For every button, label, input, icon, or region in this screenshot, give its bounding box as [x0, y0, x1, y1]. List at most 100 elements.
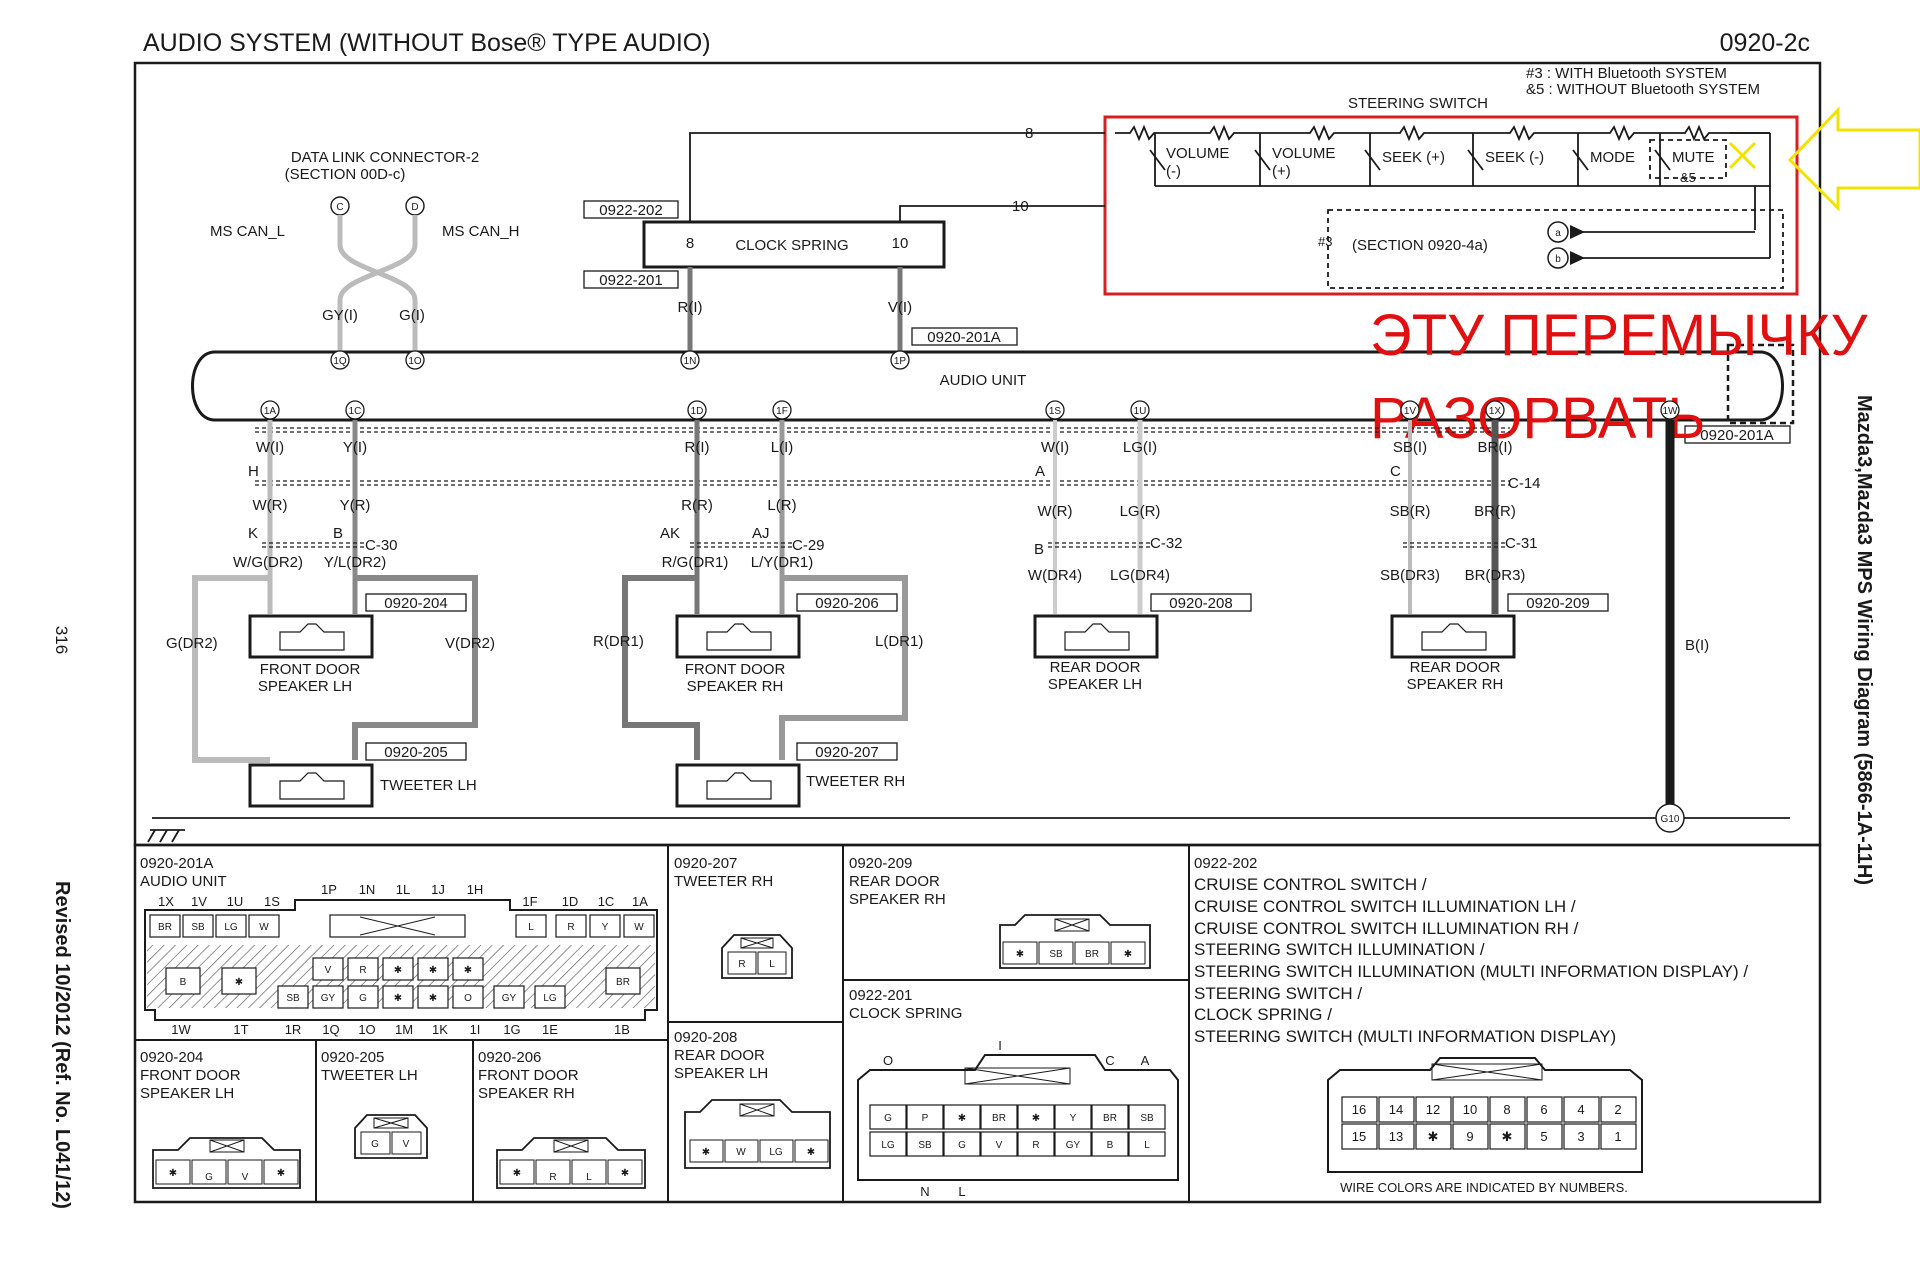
c209-name2: SPEAKER RH	[849, 891, 946, 908]
wire-mid-1: W(R)	[253, 497, 288, 514]
c201-r2-3: G	[958, 1140, 966, 1151]
clock-spring-pin8: 8	[686, 235, 694, 252]
c201a-r1-8: W	[634, 922, 644, 933]
conn-0920-206-label: 0920-206	[815, 595, 878, 612]
c201a-bot-1q: 1Q	[322, 1022, 339, 1037]
c201-r2-8: L	[1144, 1140, 1150, 1151]
wire-mid-4: L(R)	[767, 497, 796, 514]
splice-ak: AK	[660, 525, 680, 542]
c201-r2-1: LG	[881, 1140, 895, 1151]
wire-mid-5: W(R)	[1038, 503, 1073, 520]
wire-dr-6: LG(DR4)	[1110, 567, 1170, 584]
c201a-top-1a: 1A	[632, 894, 648, 909]
splice-k: K	[248, 525, 258, 542]
c201a-r3-2: GY	[321, 993, 336, 1004]
conn-0920-207-label: 0920-207	[815, 744, 878, 761]
splice-aj: AJ	[752, 525, 770, 542]
switch-volume-down-sign: (-)	[1166, 163, 1181, 180]
wire-dr-2: Y/L(DR2)	[324, 554, 387, 571]
c201-bot-n: N	[920, 1184, 929, 1199]
conn-0920-201a-bottom-label: 0920-201A	[1700, 427, 1773, 444]
note-bluetooth: #3 : WITH Bluetooth SYSTEM	[1526, 65, 1727, 82]
connector-c29: C-29	[792, 537, 825, 554]
conn-0920-201a-tag-bottom	[1684, 425, 1791, 444]
speaker-wires	[192, 420, 1499, 763]
wire-r-label: R(I)	[678, 299, 703, 316]
shield-lines	[255, 427, 1510, 486]
wire-side-r: R(DR1)	[593, 633, 644, 650]
vehicle-title: Mazda3,Mazda3 MPS Wiring Diagram (5866-1…	[1853, 395, 1875, 885]
c202-line-7: CLOCK SPRING /	[1194, 1005, 1332, 1024]
speaker-front-rh-name1: FRONT DOOR	[685, 661, 786, 678]
conn-0920-208-label: 0920-208	[1169, 595, 1232, 612]
c201-top-a: A	[1141, 1053, 1150, 1068]
c205-name: TWEETER LH	[321, 1067, 418, 1084]
clock-spring-label: CLOCK SPRING	[735, 237, 848, 254]
wire-v-label: V(I)	[888, 299, 912, 316]
c201a-r3-1: SB	[286, 993, 300, 1004]
c204-name2: SPEAKER LH	[140, 1085, 234, 1102]
c201a-r3-3: G	[359, 993, 367, 1004]
table-grid	[135, 845, 1190, 1202]
c201a-row1-cells	[149, 914, 655, 938]
c201a-bot-1m: 1M	[395, 1022, 413, 1037]
switch-seek-up: SEEK (+)	[1382, 149, 1445, 166]
pin-1n: 1N	[684, 356, 697, 367]
pin-1p: 1P	[894, 356, 907, 367]
c201-id: 0922-201	[849, 987, 912, 1004]
c201a-top-1s: 1S	[264, 894, 280, 909]
c205-pin-1: G	[371, 1139, 379, 1150]
c201a-r3-7: GY	[502, 993, 517, 1004]
wire-mid-7: SB(R)	[1390, 503, 1431, 520]
c204-pin-3: V	[242, 1172, 249, 1183]
pin-1v: 1V	[1404, 406, 1417, 417]
resistor-ladder	[1115, 124, 1784, 289]
c209-pin-3: BR	[1085, 949, 1099, 960]
wire-mid-8: BR(R)	[1474, 503, 1516, 520]
c202-r2-3: ✱	[1428, 1129, 1439, 1144]
conn-0920-207-tag	[796, 742, 898, 761]
wire-upper-2: Y(I)	[343, 439, 367, 456]
c208-pin-1: ✱	[702, 1147, 710, 1158]
wire-gy-label: GY(I)	[322, 307, 358, 324]
c205-pin-2: V	[403, 1139, 410, 1150]
pin-1a: 1A	[264, 406, 277, 417]
wire-mid-3: R(R)	[681, 497, 713, 514]
conn-0920-201a-top-label: 0920-201A	[927, 329, 1000, 346]
connector-c31: C-31	[1505, 535, 1538, 552]
c202-r1-3: 12	[1426, 1102, 1440, 1117]
c201-name: CLOCK SPRING	[849, 1005, 962, 1022]
note-no-bluetooth: &5 : WITHOUT Bluetooth SYSTEM	[1526, 81, 1760, 98]
c201a-bot-1o: 1O	[358, 1022, 375, 1037]
tweeter-lh	[248, 763, 374, 808]
c202-r1-7: 4	[1577, 1102, 1584, 1117]
c207-name: TWEETER RH	[674, 873, 773, 890]
can-h-label: MS CAN_H	[442, 223, 520, 240]
c201a-r2r-1: BR	[616, 977, 630, 988]
c207-connector	[721, 934, 793, 979]
audio-bottom-pins	[260, 400, 1680, 420]
wire-dr-5: W(DR4)	[1028, 567, 1082, 584]
c201a-id: 0920-201A	[140, 855, 213, 872]
c208-pin-4: ✱	[807, 1147, 815, 1158]
c201a-r3-5: ✱	[429, 993, 437, 1004]
pin-1s: 1S	[1049, 406, 1062, 417]
speaker-front-rh	[675, 614, 801, 659]
annotation-line1: ЭТУ ПЕРЕМЫЧКУ	[1370, 303, 1869, 368]
c201a-top-1c: 1C	[598, 894, 615, 909]
c206-name1: FRONT DOOR	[478, 1067, 579, 1084]
c201a-top-1f: 1F	[522, 894, 537, 909]
c201-r2-6: GY	[1066, 1140, 1081, 1151]
c201a-name: AUDIO UNIT	[140, 873, 227, 890]
conn-0920-205-label: 0920-205	[384, 744, 447, 761]
pin-1u: 1U	[1134, 406, 1147, 417]
ground-label: G10	[1661, 814, 1680, 825]
c201-top-i: I	[998, 1038, 1002, 1053]
wire-upper-4: L(I)	[771, 439, 794, 456]
dlc-section: (SECTION 00D-c)	[285, 166, 406, 183]
c201a-top-1n: 1N	[359, 882, 376, 897]
splice-a: A	[1035, 463, 1045, 480]
steering-plug	[1547, 221, 1585, 269]
splice-h: H	[248, 463, 259, 480]
c204-connector	[152, 1137, 301, 1189]
